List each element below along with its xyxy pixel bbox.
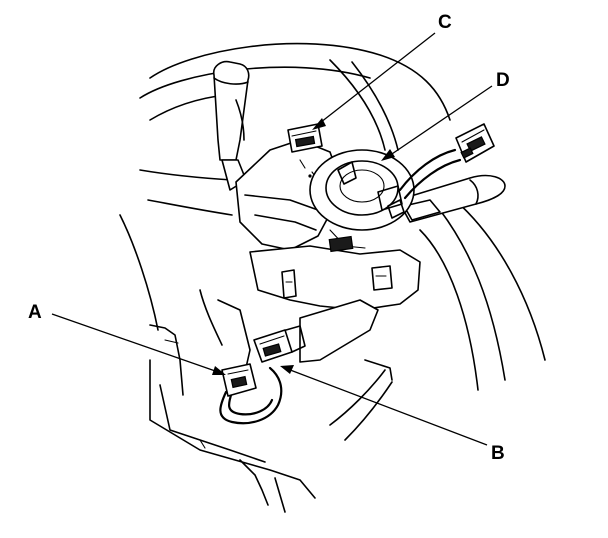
wiper-lever bbox=[397, 174, 506, 223]
connector-b bbox=[253, 325, 306, 363]
lower-column-cover bbox=[149, 324, 393, 513]
lower-harness bbox=[219, 366, 283, 425]
cable-reel bbox=[309, 149, 415, 249]
dashboard-outline bbox=[119, 42, 546, 391]
arrowhead-c bbox=[312, 118, 326, 130]
steering-shaft bbox=[199, 289, 379, 373]
turn-signal-lever bbox=[212, 60, 250, 191]
leader-lines bbox=[51, 32, 493, 446]
callout-label-b: B bbox=[491, 443, 505, 464]
leader-a bbox=[51, 313, 222, 374]
leader-b bbox=[284, 367, 488, 446]
column-housing bbox=[249, 235, 421, 311]
arrowhead-d bbox=[381, 149, 395, 161]
leader-c bbox=[315, 32, 436, 127]
arrowhead-a bbox=[212, 366, 226, 375]
arrowhead-b bbox=[280, 365, 294, 374]
connector-c bbox=[287, 123, 323, 153]
callout-label-a: A bbox=[28, 302, 42, 323]
connector-d bbox=[398, 123, 495, 200]
callout-label-d: D bbox=[496, 70, 510, 91]
callout-label-c: C bbox=[438, 12, 452, 33]
leader-d bbox=[385, 85, 493, 159]
connector-a bbox=[221, 363, 257, 397]
